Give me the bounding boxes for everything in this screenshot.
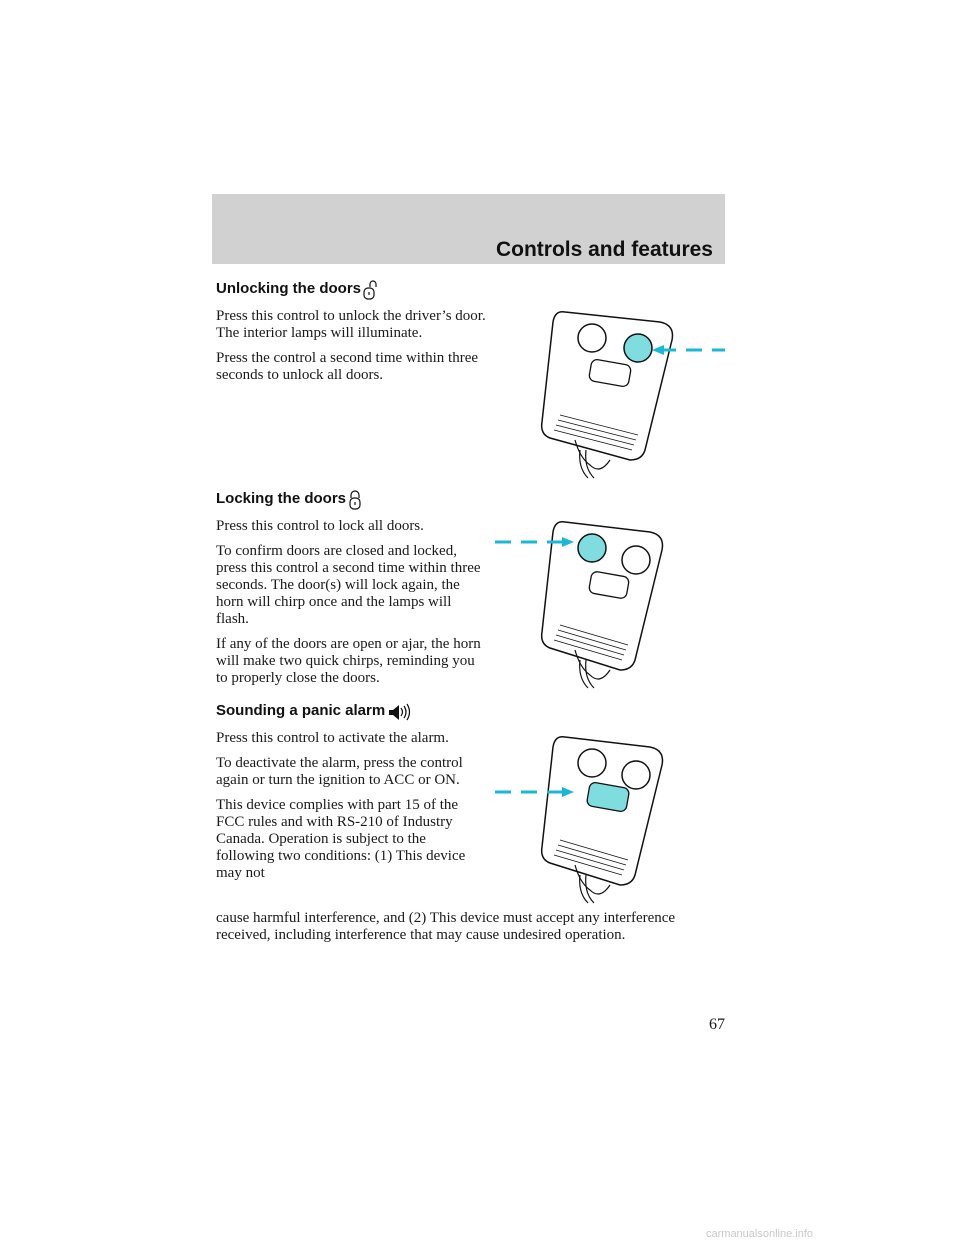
section-unlocking: Unlocking the doors Press this control t… bbox=[216, 280, 486, 392]
lock-icon bbox=[349, 490, 361, 510]
panic-paragraph-2: To deactivate the alarm, press the contr… bbox=[216, 755, 463, 788]
page-section-title: Controls and features bbox=[495, 238, 713, 261]
panic-horn-icon bbox=[389, 703, 411, 721]
header-band: Controls and features bbox=[212, 194, 725, 264]
panic-paragraph-continuation: cause harmful interference, and (2) This… bbox=[216, 910, 676, 943]
pointer-arrowhead bbox=[652, 345, 664, 355]
panic-button bbox=[588, 358, 632, 388]
panic-paragraph-1: Press this control to activate the alarm… bbox=[216, 730, 449, 746]
panic-paragraph-3: This device complies with part 15 of the… bbox=[216, 797, 466, 881]
locking-heading: Locking the doors bbox=[216, 490, 486, 510]
unlock-icon bbox=[363, 280, 377, 300]
keyfob-panic-illustration bbox=[495, 735, 664, 904]
lock-button bbox=[577, 748, 607, 778]
watermark: carmanualsonline.info bbox=[706, 1228, 814, 1240]
lock-button-highlighted bbox=[577, 533, 607, 563]
page-number: 67 bbox=[709, 1016, 725, 1033]
unlock-button-highlighted bbox=[623, 333, 653, 363]
unlocking-heading: Unlocking the doors bbox=[216, 280, 486, 300]
unlock-button bbox=[621, 760, 651, 790]
pointer-arrowhead bbox=[562, 787, 574, 797]
panic-button bbox=[588, 571, 630, 599]
unlocking-paragraph-2: Press the control a second time within t… bbox=[216, 350, 479, 383]
panic-heading-text: Sounding a panic alarm bbox=[216, 702, 386, 719]
unlock-button bbox=[621, 545, 651, 575]
keyfob-unlock-illustration bbox=[540, 310, 725, 479]
section-panic-alarm: Sounding a panic alarm Press this contro… bbox=[216, 702, 486, 890]
locking-paragraph-1: Press this control to lock all doors. bbox=[216, 518, 424, 534]
unlocking-paragraph-1: Press this control to unlock the driver’… bbox=[216, 308, 486, 341]
panic-heading: Sounding a panic alarm bbox=[216, 702, 486, 722]
lock-button bbox=[577, 323, 607, 353]
pointer-arrowhead bbox=[562, 537, 574, 547]
locking-paragraph-2: To confirm doors are closed and locked, … bbox=[216, 543, 481, 627]
locking-paragraph-3: If any of the doors are open or ajar, th… bbox=[216, 636, 481, 686]
section-locking: Locking the doors Press this control to … bbox=[216, 490, 486, 695]
panic-button-highlighted bbox=[586, 782, 630, 812]
keyfob-body bbox=[540, 310, 674, 479]
keyfob-lock-illustration bbox=[495, 520, 664, 689]
locking-heading-text: Locking the doors bbox=[216, 490, 347, 507]
unlocking-heading-text: Unlocking the doors bbox=[216, 280, 362, 297]
